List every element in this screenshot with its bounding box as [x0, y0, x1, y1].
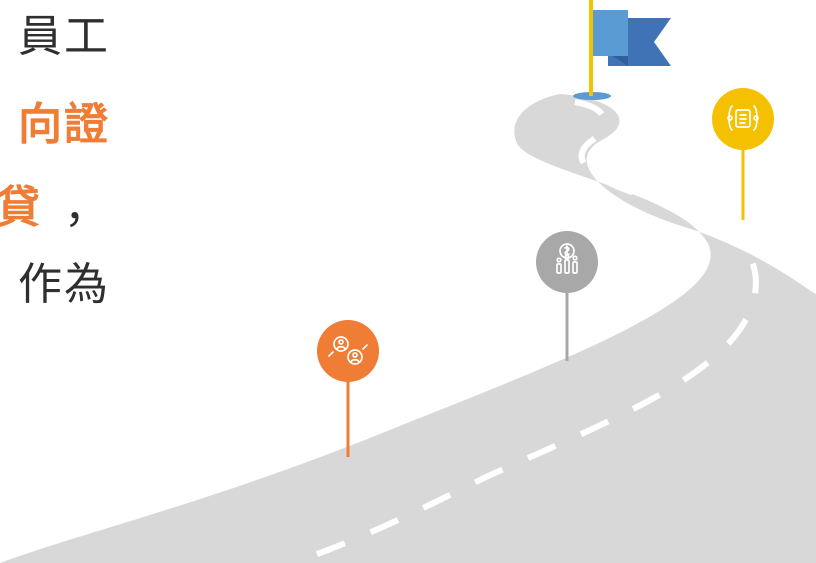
milestone-gray: [536, 231, 598, 361]
road: [0, 94, 816, 563]
flag-pole: [589, 0, 593, 96]
destination-flag: [573, 0, 671, 100]
milestone-orange-circle: [317, 320, 379, 382]
milestone-gray-circle: [536, 231, 598, 293]
milestone-orange: [317, 320, 379, 457]
flag-cloth-front: [593, 10, 628, 56]
milestone-yellow: [712, 88, 774, 220]
